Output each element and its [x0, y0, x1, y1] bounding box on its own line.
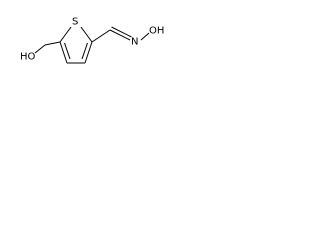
bond-s-c2: [80, 26, 93, 43]
double-bond-c4-c5-inner: [64, 42, 71, 60]
bond-o-ch2: [34, 44, 46, 54]
hydroxyl-label-left: HO: [20, 52, 36, 63]
structure-diagram: HO S N OH: [20, 17, 164, 64]
bond-ch-n-2: [111, 26, 132, 38]
hydroxyl-label-right: OH: [149, 26, 164, 37]
bond-c4-c5: [59, 41, 68, 64]
bond-c2-ch: [91, 29, 111, 43]
nitrogen-label: N: [131, 37, 138, 48]
double-bond-c2-c3-inner: [81, 42, 88, 60]
bond-n-o: [140, 32, 150, 41]
bond-ch-n-1: [109, 29, 131, 41]
bond-c2-c3: [84, 41, 93, 64]
bond-ch2-c5: [44, 41, 61, 46]
bond-c5-s: [59, 26, 72, 43]
sulfur-label: S: [72, 17, 78, 28]
